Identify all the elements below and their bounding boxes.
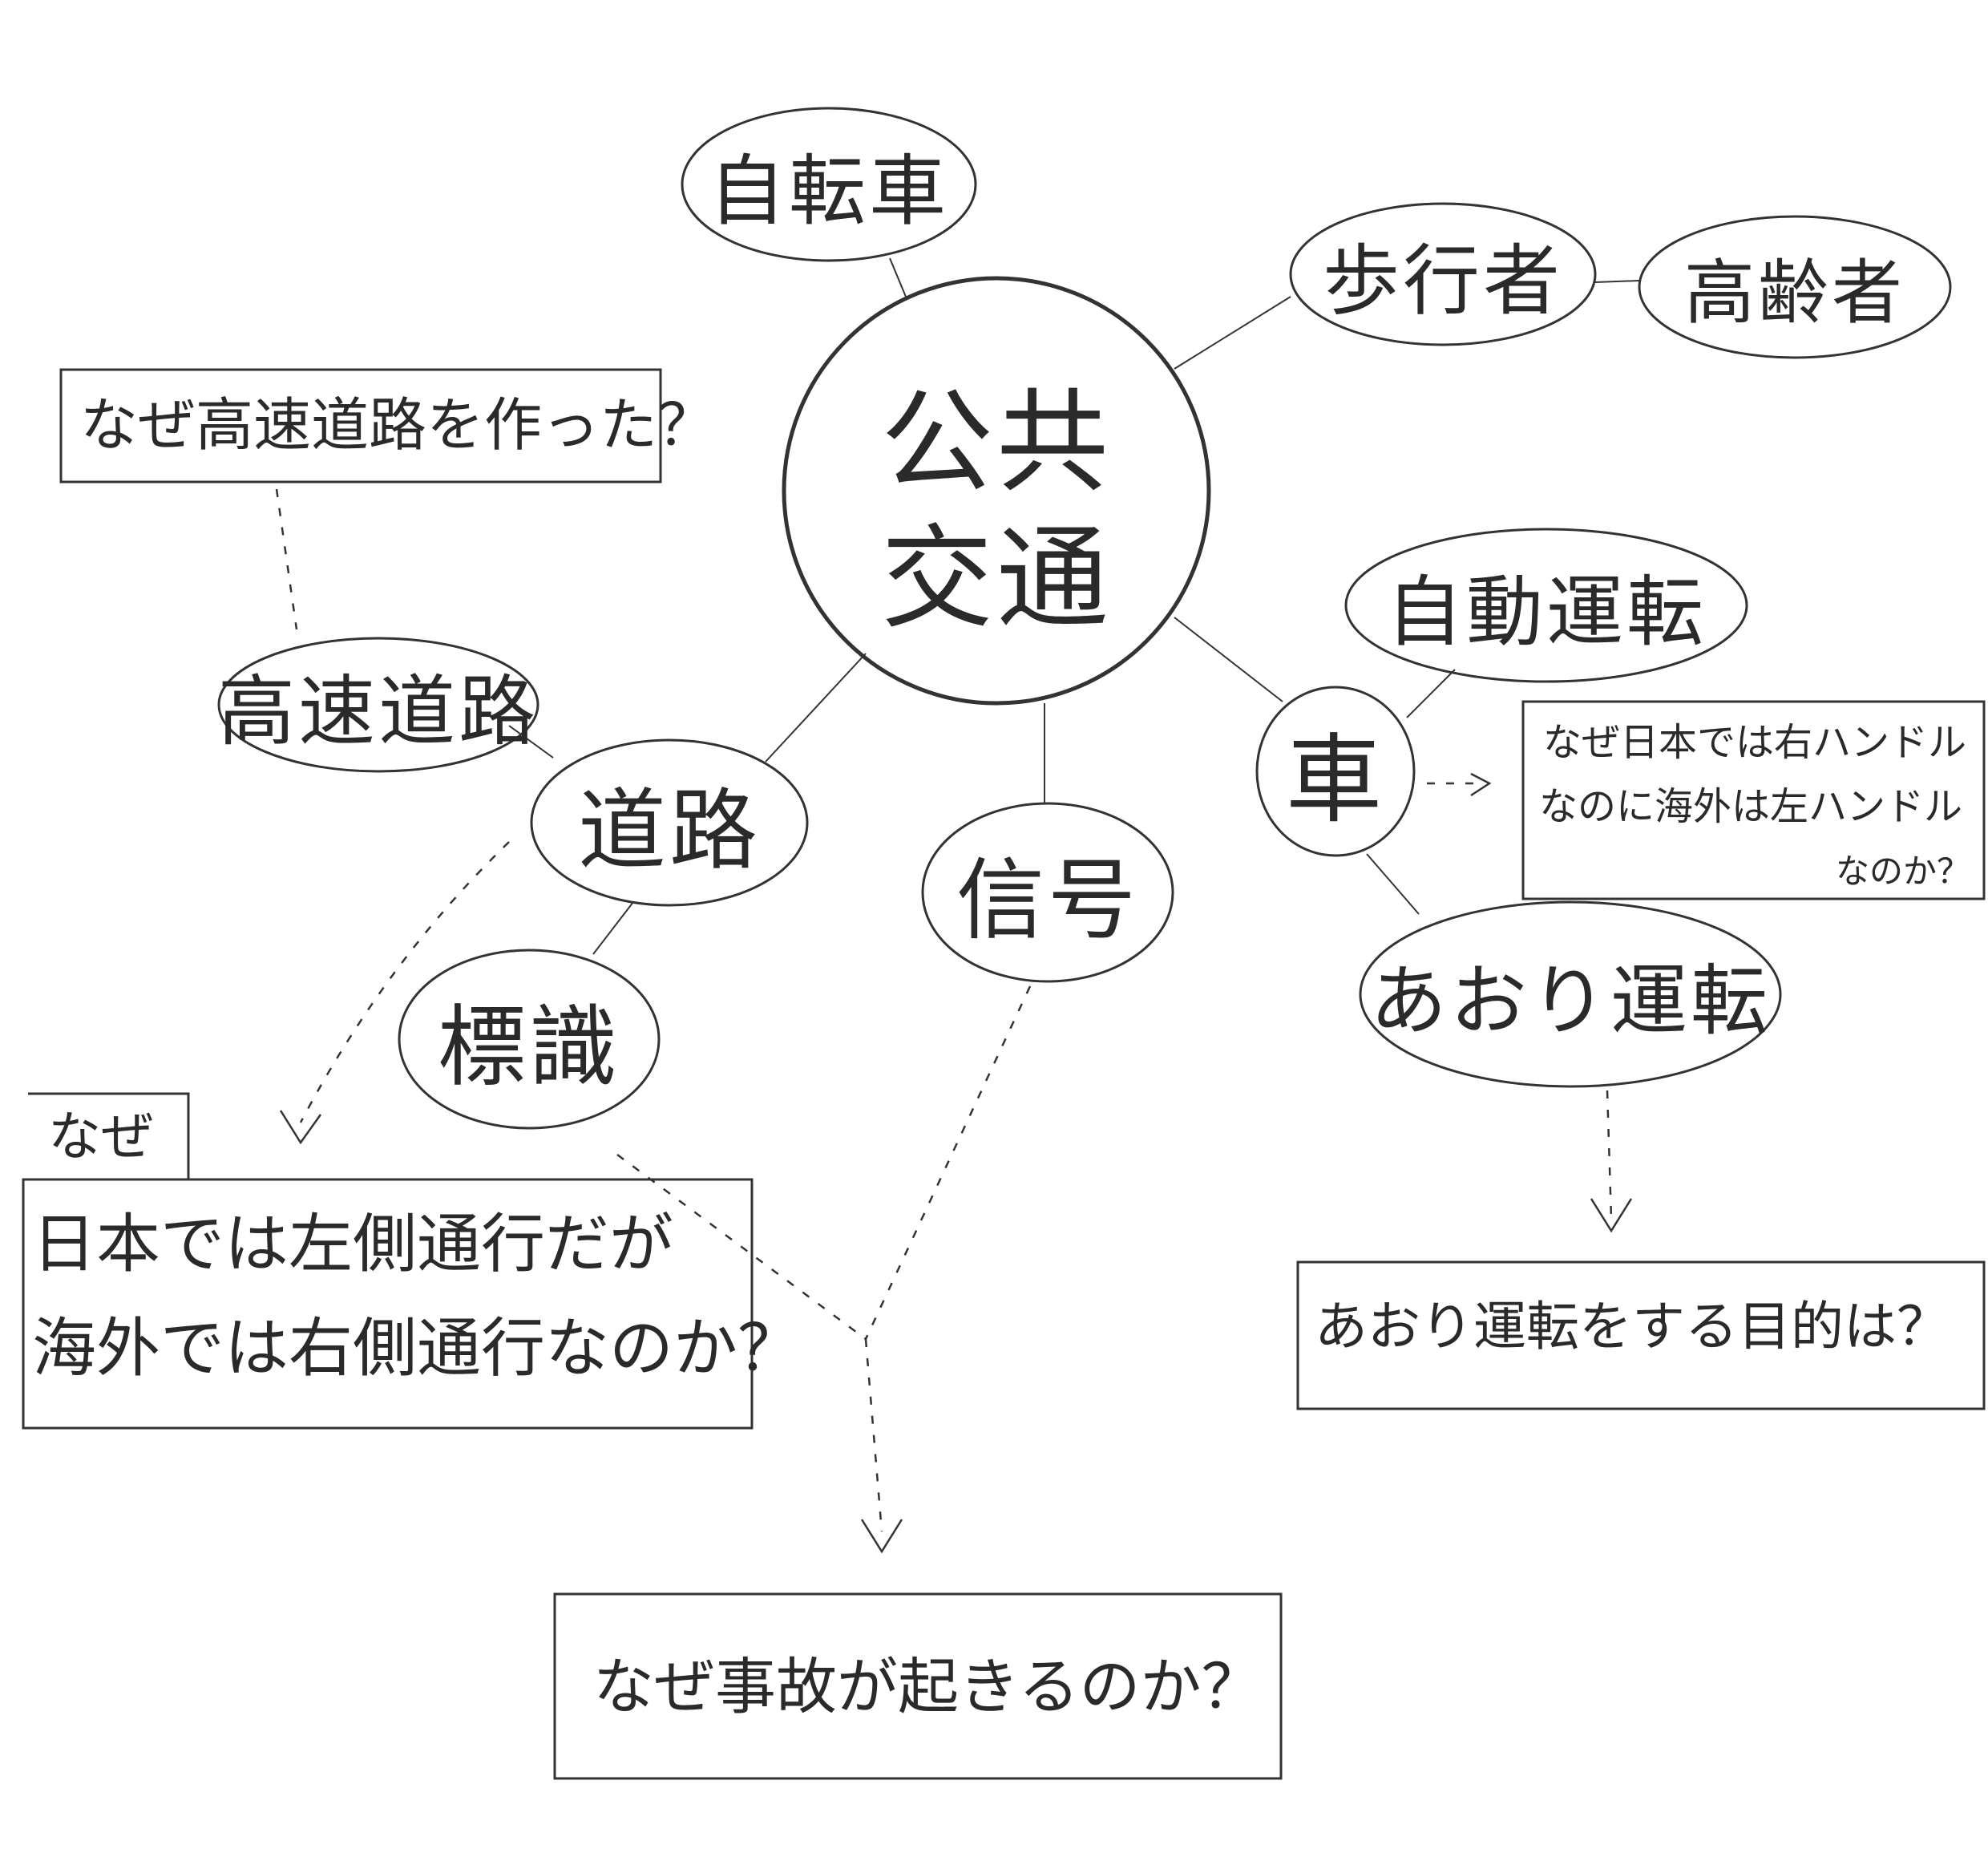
center-topic-line2: 交通 xyxy=(880,514,1113,645)
node-elderly-outline xyxy=(1638,215,1952,359)
question-box-highway xyxy=(59,368,662,483)
question-box-side-label xyxy=(28,1092,190,1179)
node-bicycle: 自転車 xyxy=(709,146,949,237)
node-autonomous-outline xyxy=(1344,528,1748,683)
question-tailgating: あおり運転をする目的は？ xyxy=(1315,1296,1950,1357)
node-highway-outline xyxy=(217,637,539,773)
question-highway: なぜ高速道路を作った？ xyxy=(80,391,716,459)
node-pedestrian-outline xyxy=(1289,202,1597,346)
question-side-line2: 海外では右側通行なのか？ xyxy=(32,1311,802,1386)
node-car: 車 xyxy=(1286,725,1385,836)
question-handle-line3: なのか？ xyxy=(1836,852,1971,891)
question-handle-line2: なのに海外は左ハンドル xyxy=(1539,784,1963,829)
question-box-tailgating xyxy=(1296,1260,1986,1410)
node-autonomous: 自動運転 xyxy=(1386,567,1707,657)
node-signs: 標識 xyxy=(438,996,620,1098)
question-side-label: なぜ xyxy=(48,1106,154,1167)
node-car-outline xyxy=(1255,686,1416,857)
node-tailgating-outline xyxy=(1359,900,1782,1088)
question-box-accident xyxy=(553,1592,1283,1780)
node-signal: 信号 xyxy=(956,849,1139,952)
node-tailgating: あおり運転 xyxy=(1370,956,1771,1046)
center-topic-line1: 公共 xyxy=(880,378,1113,508)
node-road: 道路 xyxy=(578,779,761,882)
node-signal-outline xyxy=(921,802,1174,983)
question-box-handle xyxy=(1521,700,1986,900)
node-highway: 高速道路 xyxy=(218,666,539,757)
node-signs-outline xyxy=(398,949,661,1130)
node-road-outline xyxy=(530,738,809,907)
question-handle-line1: なぜ日本では右ハンドル xyxy=(1543,720,1967,765)
node-pedestrian: 歩行者 xyxy=(1323,236,1563,326)
question-side-line1: 日本では左側通行だが xyxy=(32,1207,673,1281)
center-circle xyxy=(782,276,1211,706)
node-elderly: 高齢者 xyxy=(1683,251,1906,334)
node-bicycle-outline xyxy=(681,107,977,262)
question-box-side xyxy=(22,1178,754,1430)
question-accident: なぜ事故が起きるのか？ xyxy=(593,1651,1263,1722)
